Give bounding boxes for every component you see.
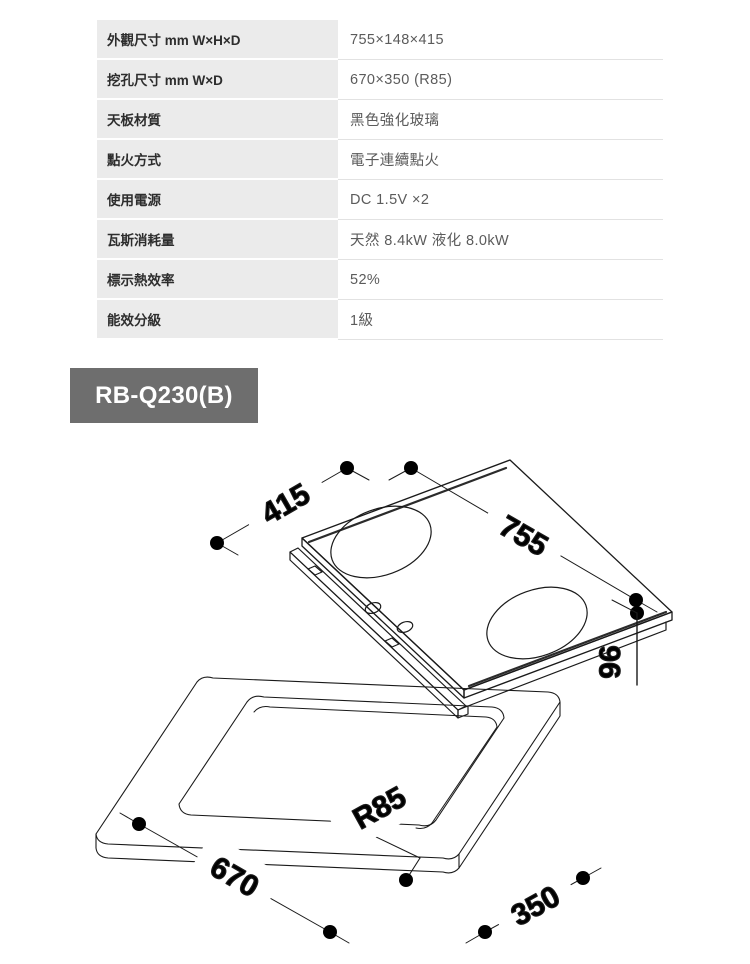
dimension-415: 415 (210, 459, 370, 556)
dimension-96-label: 96 (594, 645, 627, 678)
model-badge-label: RB-Q230(B) (95, 381, 233, 409)
table-row: 標示熱效率 52% (97, 260, 663, 300)
spec-label: 天板材質 (97, 100, 338, 140)
table-row: 點火方式 電子連續點火 (97, 140, 663, 180)
spec-label: 標示熱效率 (97, 260, 338, 300)
control-knob-hole-upper (364, 601, 382, 615)
model-name-badge: RB-Q230(B) (70, 368, 258, 423)
table-row: 外觀尺寸 mm W×H×D 755×148×415 (97, 20, 663, 60)
spec-value: 670×350 (R85) (338, 60, 663, 100)
control-knob-hole-lower (396, 620, 414, 634)
countertop-slab (95, 676, 561, 874)
spec-value: 1級 (338, 300, 663, 340)
table-row: 天板材質 黑色強化玻璃 (97, 100, 663, 140)
spec-label: 使用電源 (97, 180, 338, 220)
burner-ring-left (330, 505, 432, 579)
spec-label: 瓦斯消耗量 (97, 220, 338, 260)
dimension-96: 96 (593, 599, 644, 686)
table-row: 挖孔尺寸 mm W×D 670×350 (R85) (97, 60, 663, 100)
dimension-670: 670 (119, 812, 350, 944)
burner-ring-right (486, 586, 588, 660)
spec-value: 電子連續點火 (338, 140, 663, 180)
table-row: 使用電源 DC 1.5V ×2 (97, 180, 663, 220)
spec-value: 黑色強化玻璃 (338, 100, 663, 140)
spec-label: 挖孔尺寸 mm W×D (97, 60, 338, 100)
spec-value: DC 1.5V ×2 (338, 180, 663, 220)
dimension-350: 350 (465, 864, 602, 946)
spec-value: 52% (338, 260, 663, 300)
technical-drawing: 415 755 96 (0, 430, 750, 964)
dimension-755: 755 (388, 461, 658, 613)
specification-table: 外觀尺寸 mm W×H×D 755×148×415 挖孔尺寸 mm W×D 67… (97, 20, 663, 340)
spec-label: 能效分級 (97, 300, 338, 340)
spec-value: 755×148×415 (338, 20, 663, 60)
spec-label: 外觀尺寸 mm W×H×D (97, 20, 338, 60)
table-row: 能效分級 1級 (97, 300, 663, 340)
spec-label: 點火方式 (97, 140, 338, 180)
table-row: 瓦斯消耗量 天然 8.4kW 液化 8.0kW (97, 220, 663, 260)
spec-value: 天然 8.4kW 液化 8.0kW (338, 220, 663, 260)
